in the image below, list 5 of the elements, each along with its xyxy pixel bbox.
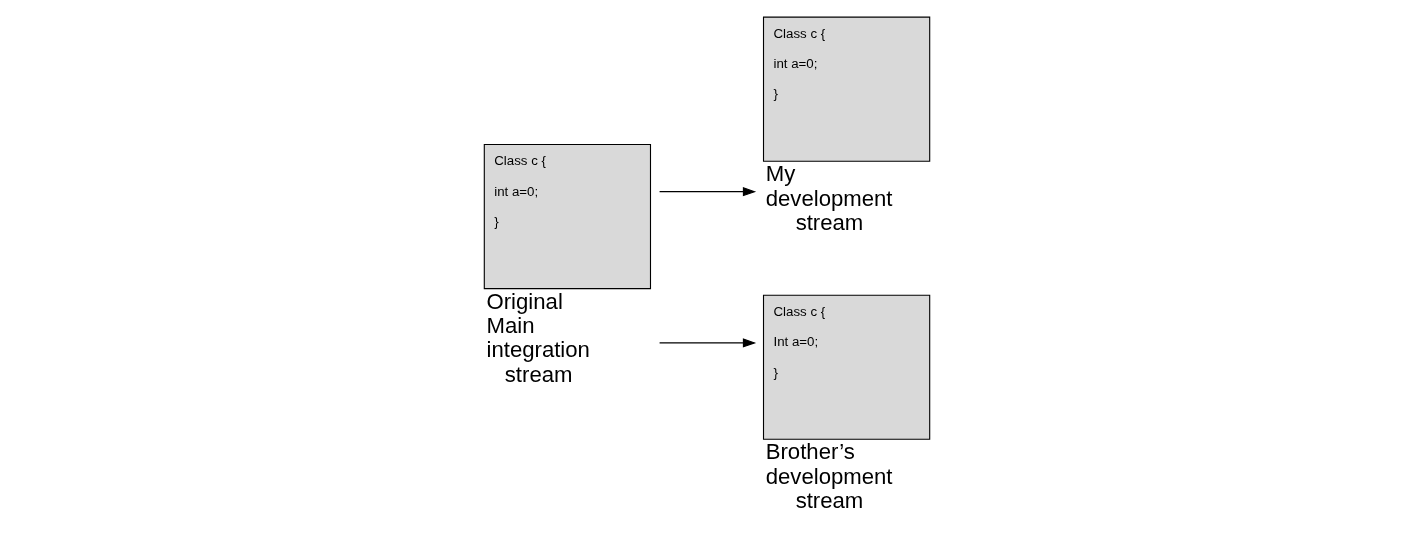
node-label: Original Main integration stream <box>486 288 590 387</box>
node-label: My development stream <box>765 161 892 235</box>
node-label: Brother’s development stream <box>765 439 892 513</box>
arrow <box>658 338 756 348</box>
arrow <box>658 187 756 197</box>
